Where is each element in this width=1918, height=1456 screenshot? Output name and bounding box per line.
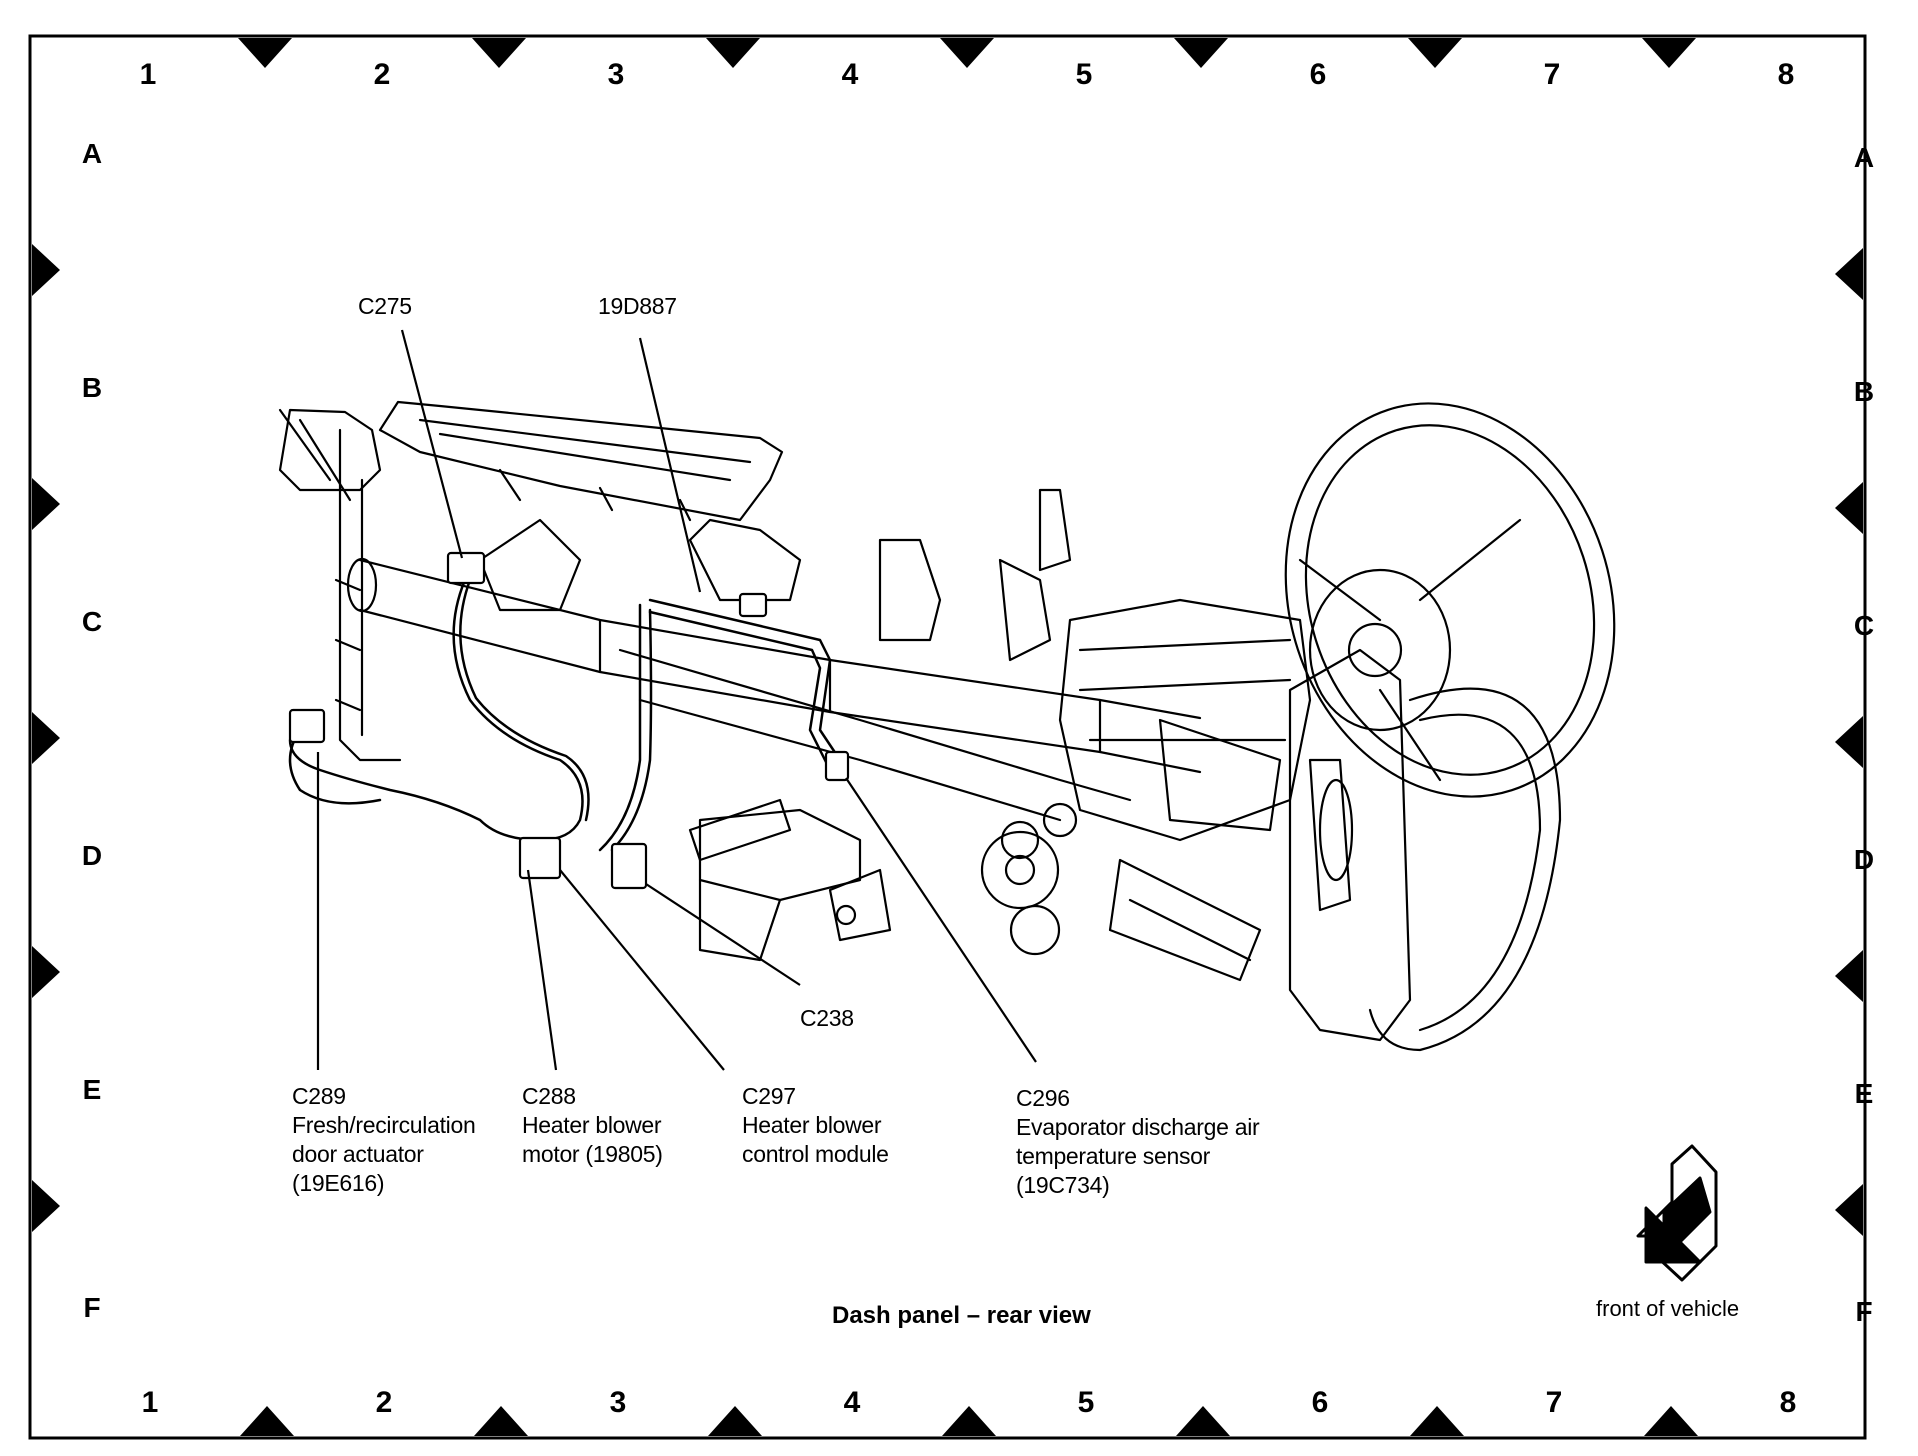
grid-col-label: 1 <box>139 58 157 91</box>
connector-c288-body <box>518 836 562 880</box>
callout-id: C288 <box>522 1083 576 1109</box>
callout-desc: motor (19805) <box>522 1141 663 1167</box>
grid-col-label: 5 <box>1075 58 1093 91</box>
leader-c288 <box>526 869 558 1071</box>
leader-lines <box>316 329 1037 1071</box>
callout-c296: C296 Evaporator discharge air temperatur… <box>1016 1084 1260 1200</box>
grid-col-label: 8 <box>1779 1386 1797 1419</box>
callout-c297: C297 Heater blower control module <box>742 1082 889 1169</box>
grid-markers-right <box>1835 248 1863 1236</box>
grid-row-label: C <box>1853 610 1875 641</box>
callout-desc: Fresh/recirculation <box>292 1112 476 1138</box>
grid-col-label: 4 <box>841 58 859 91</box>
callout-desc: control module <box>742 1141 889 1167</box>
grid-row-label: A <box>81 138 103 169</box>
callout-id: C275 <box>358 293 412 319</box>
grid-col-label: 7 <box>1543 58 1561 91</box>
callout-id: C289 <box>292 1083 346 1109</box>
callout-c238: C238 <box>800 1004 854 1033</box>
callout-c288: C288 Heater blower motor (19805) <box>522 1082 663 1169</box>
grid-row-label: F <box>83 1292 101 1323</box>
connectors <box>288 551 850 890</box>
front-of-vehicle-label: front of vehicle <box>1596 1296 1740 1321</box>
connector-c275-body <box>446 551 486 585</box>
grid-row-label: F <box>1855 1296 1873 1327</box>
grid-col-label: 3 <box>609 1386 627 1419</box>
connector-c289-body <box>288 708 326 744</box>
grid-row-label: E <box>82 1074 102 1105</box>
grid-col-label: 1 <box>141 1386 159 1419</box>
arrow-down-left-icon <box>1636 1144 1718 1282</box>
dash-panel-illustration <box>278 400 1616 1052</box>
callout-id: C238 <box>800 1005 854 1031</box>
connector-c296-body <box>824 750 850 782</box>
callout-desc: Heater blower <box>742 1112 882 1138</box>
grid-row-label: E <box>1854 1078 1874 1109</box>
callout-c275: C275 <box>358 292 412 321</box>
leader-c296 <box>845 777 1037 1063</box>
grid-col-label: 4 <box>843 1386 861 1419</box>
connector-c297-body <box>610 842 648 890</box>
sheet-border <box>28 34 1867 1440</box>
diagram-title: Dash panel – rear view <box>832 1302 1091 1329</box>
grid-col-label: 3 <box>607 58 625 91</box>
callout-id: 19D887 <box>598 293 677 319</box>
callout-part-number: (19E616) <box>292 1170 385 1196</box>
leader-c238 <box>645 883 801 986</box>
leader-c275 <box>400 329 464 559</box>
leader-c297 <box>559 869 725 1071</box>
leader-19d887 <box>638 337 702 593</box>
grid-col-label: 2 <box>375 1386 393 1419</box>
callout-desc: temperature sensor <box>1016 1143 1211 1169</box>
callout-id: C297 <box>742 1083 796 1109</box>
grid-col-label: 6 <box>1311 1386 1329 1419</box>
grid-row-label: C <box>81 606 103 637</box>
grid-col-label: 8 <box>1777 58 1795 91</box>
grid-row-label: B <box>81 372 103 403</box>
grid-col-label: 2 <box>373 58 391 91</box>
callout-desc: Evaporator discharge air <box>1016 1114 1260 1140</box>
grid-row-label: D <box>1853 844 1875 875</box>
grid-row-label: D <box>81 840 103 871</box>
grid-markers-top <box>238 38 1696 68</box>
callout-desc: door actuator <box>292 1141 424 1167</box>
callout-c289: C289 Fresh/recirculation door actuator (… <box>292 1082 476 1198</box>
grid-row-label: B <box>1853 376 1875 407</box>
grid-col-label: 7 <box>1545 1386 1563 1419</box>
grid-markers-left <box>32 244 60 1232</box>
grid-markers-bottom <box>240 1406 1698 1436</box>
grid-row-label: A <box>1853 142 1875 173</box>
callout-desc: Heater blower <box>522 1112 662 1138</box>
grid-col-label: 5 <box>1077 1386 1095 1419</box>
callout-id: C296 <box>1016 1085 1070 1111</box>
grid-col-label: 6 <box>1309 58 1327 91</box>
wire-harness <box>288 578 842 852</box>
callout-part-number: (19C734) <box>1016 1172 1110 1198</box>
connector-19d887-body <box>738 592 768 618</box>
callout-19d887: 19D887 <box>598 292 677 321</box>
